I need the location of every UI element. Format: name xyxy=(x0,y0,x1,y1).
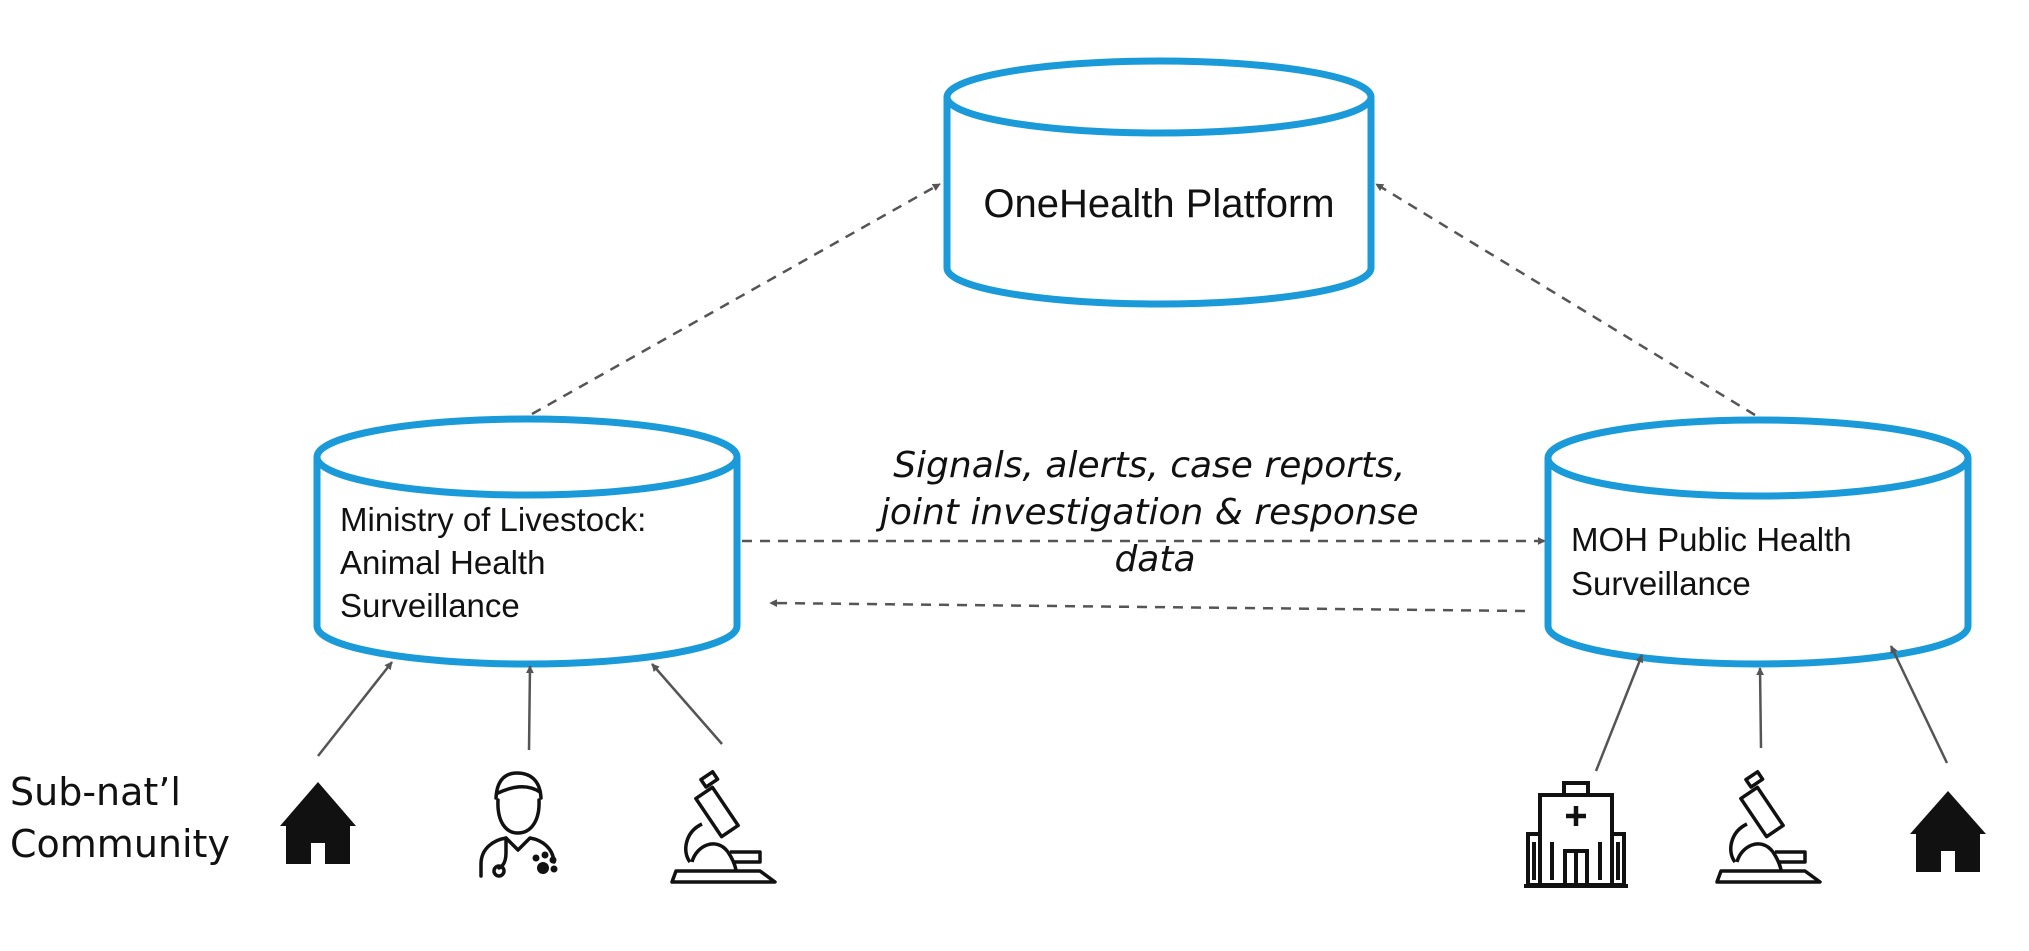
public-health-line-1: MOH Public Health xyxy=(1571,521,1852,558)
arrow-lab-to-public xyxy=(1756,667,1765,749)
onehealth-platform-db xyxy=(943,57,1375,308)
animal-health-line-1: Ministry of Livestock: xyxy=(340,501,646,538)
data-exchange-label: Signals, alerts, case reports, joint inv… xyxy=(875,445,1430,580)
microscope-icon xyxy=(1715,770,1822,884)
community-label: Sub-nat’l Community xyxy=(10,770,230,866)
hospital-icon xyxy=(1524,781,1628,888)
arrow-public-to-animal xyxy=(769,599,1526,613)
hut-icon xyxy=(1910,791,1986,872)
arrow-hut-to-public xyxy=(1889,645,1949,764)
arrow-lab-to-animal xyxy=(651,663,723,745)
community-line-2: Community xyxy=(10,822,230,866)
arrow-vet-to-animal xyxy=(525,665,534,751)
public-health-db xyxy=(1544,416,1972,668)
exchange-line-1: Signals, alerts, case reports, xyxy=(893,445,1405,486)
onehealth-platform-label: OneHealth Platform xyxy=(983,182,1334,226)
exchange-line-3: data xyxy=(1114,539,1195,580)
animal-health-line-2: Animal Health xyxy=(340,544,545,581)
vet-doctor-icon xyxy=(479,771,558,878)
animal-health-line-3: Surveillance xyxy=(340,587,520,624)
arrow-hospital-to-public xyxy=(1594,654,1644,772)
public-health-line-2: Surveillance xyxy=(1571,565,1751,602)
animal-health-db xyxy=(313,415,741,668)
exchange-line-2: joint investigation & response xyxy=(875,492,1419,533)
hut-icon xyxy=(280,782,356,864)
arrow-animal-to-platform xyxy=(531,182,941,416)
public-health-label: MOH Public Health Surveillance xyxy=(1571,521,1861,602)
animal-health-label: Ministry of Livestock: Animal Health Sur… xyxy=(340,501,655,624)
arrow-hut-to-animal xyxy=(317,661,393,757)
microscope-icon xyxy=(670,770,777,884)
arrow-public-to-platform xyxy=(1375,182,1756,417)
community-line-1: Sub-nat’l xyxy=(10,770,181,814)
